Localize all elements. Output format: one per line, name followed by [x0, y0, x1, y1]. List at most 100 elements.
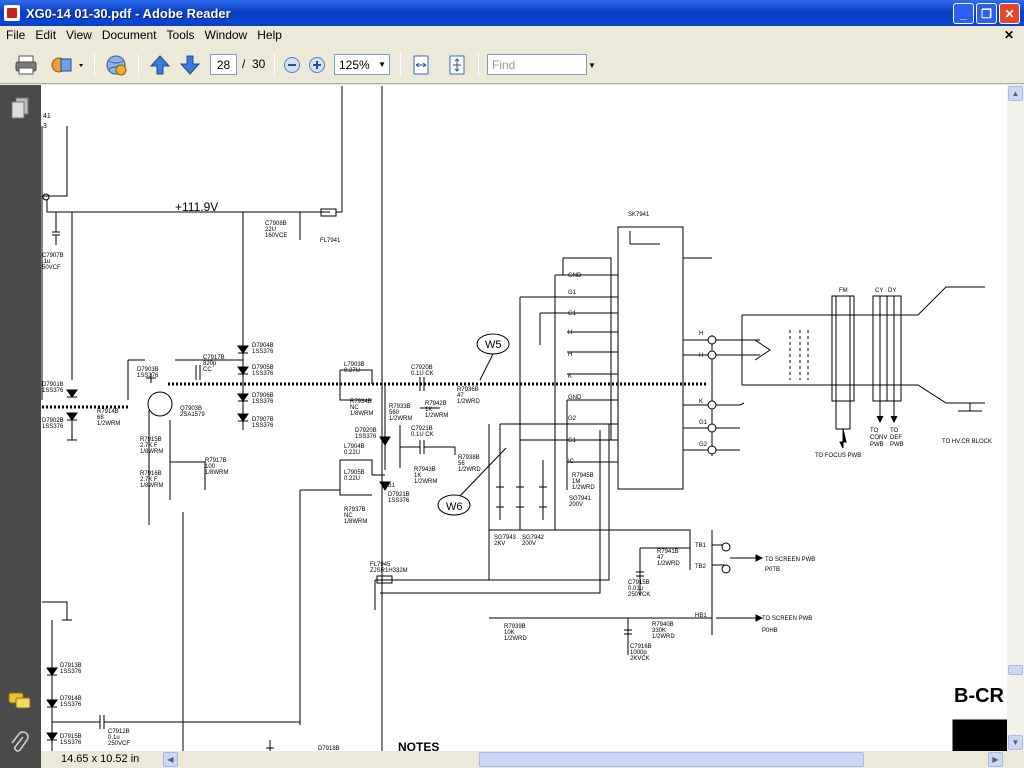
- fit-width-icon: [413, 55, 429, 75]
- menu-document[interactable]: Document: [101, 28, 157, 42]
- close-button[interactable]: ✕: [999, 3, 1020, 24]
- organizer-button[interactable]: [48, 53, 88, 77]
- print-button[interactable]: [12, 53, 40, 77]
- socket-pin-label: GND: [568, 273, 582, 279]
- comments-panel-button[interactable]: [8, 691, 32, 716]
- menu-help[interactable]: Help: [257, 28, 282, 42]
- page-size-label: 14.65 x 10.52 in: [61, 753, 140, 765]
- paperclip-icon: [11, 731, 29, 752]
- scroll-left-icon[interactable]: ◀: [163, 752, 178, 767]
- socket-pin-label: G1: [568, 311, 577, 317]
- collaborate-button[interactable]: [102, 53, 130, 77]
- pages-icon: [11, 97, 29, 119]
- zoom-in-button[interactable]: [308, 53, 326, 77]
- toolbar: 28 / 30 125% ▼ Find ▼: [0, 45, 1024, 84]
- vertical-scroll-thumb[interactable]: [1008, 665, 1023, 675]
- zoom-select[interactable]: 125% ▼: [334, 54, 390, 75]
- scroll-down-icon[interactable]: ▼: [1008, 735, 1023, 750]
- zoom-out-button[interactable]: [283, 53, 301, 77]
- tb1-label: TB1: [695, 543, 707, 549]
- page-total: 30: [252, 57, 266, 71]
- maximize-button[interactable]: ❐: [976, 3, 997, 24]
- menu-bar: File Edit View Document Tools Window Hel…: [0, 26, 1024, 44]
- zoom-out-icon: [284, 57, 300, 73]
- menu-file[interactable]: File: [6, 28, 26, 42]
- adobe-reader-icon: [4, 5, 20, 21]
- horizontal-scroll-thumb[interactable]: [479, 752, 864, 767]
- fit-width-button[interactable]: [410, 53, 432, 77]
- printer-icon: [15, 55, 37, 75]
- page-separator: /: [242, 57, 246, 71]
- arrow-down-icon: [179, 55, 201, 75]
- block-label: B-CR: [954, 685, 1005, 707]
- menu-tools[interactable]: Tools: [166, 28, 195, 42]
- find-options-chevron-icon[interactable]: ▼: [588, 60, 596, 70]
- find-input[interactable]: Find: [487, 54, 587, 75]
- g1-small-label: G1: [387, 483, 396, 489]
- next-page-button[interactable]: [178, 53, 202, 77]
- socket-label: SK7941: [628, 212, 650, 218]
- fit-page-icon: [449, 55, 465, 75]
- attachments-panel-button[interactable]: [9, 731, 29, 760]
- organizer-icon: [51, 57, 83, 73]
- crt-pin-label: K: [699, 399, 703, 405]
- comments-icon: [8, 692, 31, 709]
- previous-page-button[interactable]: [148, 53, 172, 77]
- fit-page-button[interactable]: [446, 53, 468, 77]
- menu-edit[interactable]: Edit: [35, 28, 57, 42]
- navigation-panel: [0, 85, 41, 768]
- tag-w6: W6: [446, 501, 463, 513]
- vertical-scrollbar[interactable]: ▲ ▼: [1007, 85, 1024, 751]
- document-close-icon[interactable]: ✕: [1003, 28, 1014, 42]
- pages-panel-button[interactable]: [10, 97, 30, 126]
- scroll-up-icon[interactable]: ▲: [1008, 86, 1023, 101]
- page-number-input[interactable]: 28: [210, 54, 237, 75]
- menu-view[interactable]: View: [66, 28, 92, 42]
- crt-cy-label: CY: [875, 288, 883, 294]
- crt-pin-label: G2: [699, 442, 708, 448]
- minimize-button[interactable]: _: [953, 3, 974, 24]
- chevron-down-icon: ▼: [378, 60, 386, 69]
- socket-pin-label: G1: [568, 290, 577, 296]
- menu-window[interactable]: Window: [204, 28, 248, 42]
- globe-icon: [106, 55, 127, 76]
- scroll-right-icon[interactable]: ▶: [988, 752, 1003, 767]
- tag-w5: W5: [485, 339, 502, 351]
- zoom-value: 125%: [339, 57, 370, 72]
- socket-pin-label: H: [568, 352, 572, 358]
